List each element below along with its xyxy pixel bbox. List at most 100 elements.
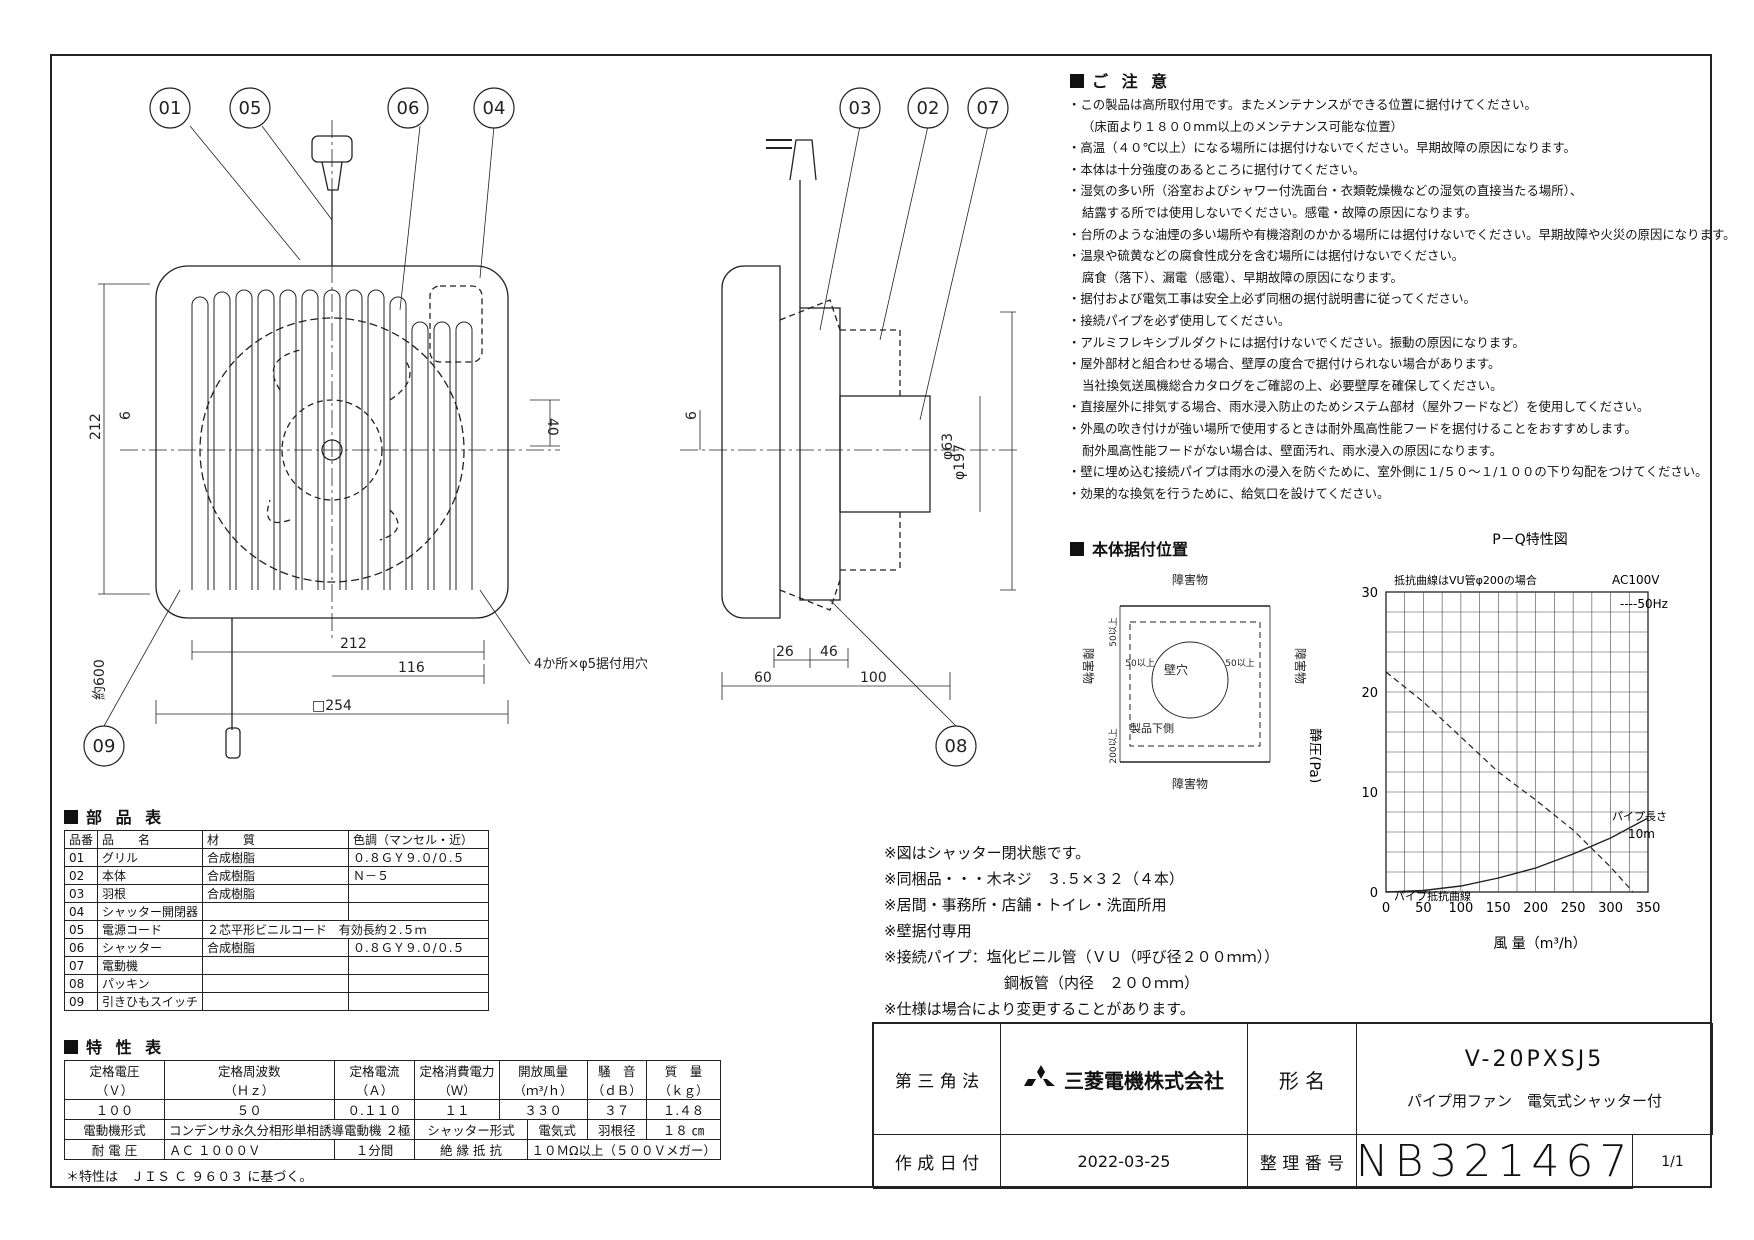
install-diagram: 障害物 障害物 障害物 障害物 壁穴 製品下側 50以上 50以上 50以上 2… bbox=[1081, 572, 1308, 791]
pull-knob bbox=[225, 727, 241, 759]
dim-front-h212: 212 bbox=[88, 413, 104, 440]
note-line: 腐食（落下）、漏電（感電）、早期故障の原因になります。 bbox=[1082, 269, 1403, 285]
install-top: 障害物 bbox=[1172, 572, 1208, 587]
parts-col-name: 品 名 bbox=[97, 830, 204, 849]
spec-values-row: １００ ５０ ０.１１０ １１ ３３０ ３７ １.４８ bbox=[64, 1099, 722, 1120]
install-bottom: 障害物 bbox=[1172, 776, 1208, 791]
install-right: 障害物 bbox=[1293, 648, 1308, 684]
shutter-opener-outline bbox=[429, 285, 483, 363]
dim-front-cord: 約600 bbox=[92, 659, 108, 700]
callout-02: 02 bbox=[917, 98, 940, 119]
callout-01: 01 bbox=[159, 98, 182, 119]
callout-08: 08 bbox=[945, 736, 968, 757]
install-d-bottom: 200以上 bbox=[1108, 728, 1119, 763]
chart-annot-ac: AC100V bbox=[1612, 573, 1660, 587]
remark-line: ※仕様は場合により変更することがあります。 bbox=[884, 1000, 1195, 1018]
note-line: ・温泉や硫黄などの腐食性成分を含む場所には据付けないでください。 bbox=[1068, 248, 1465, 264]
doc-number-cell: NB321467 bbox=[1355, 1134, 1634, 1189]
dim-side-100: 100 bbox=[860, 670, 887, 686]
side-flange bbox=[799, 307, 841, 601]
spec-table: 定格電圧（Ｖ） 定格周波数（Ｈｚ） 定格電流（Ａ） 定格消費電力（Ｗ） 開放風量… bbox=[64, 1060, 722, 1160]
y-tick-label: 10 bbox=[1361, 786, 1378, 801]
remark-line: ※図はシャッター閉状態です。 bbox=[884, 844, 1091, 862]
dim-side-197: φ197 bbox=[952, 444, 968, 480]
chart-xlabel: 風 量（m³/h） bbox=[1493, 936, 1586, 952]
note-line: ・台所のような油煙の多い場所や有機溶剤のかかる場所には据付けないでください。早期… bbox=[1068, 226, 1736, 242]
note-line: ・湿気の多い所（浴室およびシャワー付洗面台・衣類乾燥機などの湿気の直接当たる場所… bbox=[1068, 183, 1583, 199]
doc-label-cell: 整 理 番 号 bbox=[1247, 1134, 1357, 1189]
series-50hz-line bbox=[1385, 671, 1634, 893]
note-line: ・高温（４０℃以上）になる場所には据付けないでください。早期故障の原因になります… bbox=[1068, 140, 1576, 156]
dim-side-26: 26 bbox=[776, 644, 794, 660]
chart-ylabel: 静圧(Pa) bbox=[1310, 728, 1322, 783]
callout-07: 07 bbox=[977, 98, 1000, 119]
note-line: ・本体は十分強度のあるところに据付けてください。 bbox=[1068, 161, 1366, 177]
chart-annot-50hz: ----50Hz bbox=[1620, 597, 1668, 611]
spec-motor-row: 電動機形式 コンデンサ永久分相形単相誘導電動機 ２極 シャッター形式 電気式 羽… bbox=[64, 1119, 722, 1140]
install-d-right: 50以上 bbox=[1225, 658, 1254, 669]
callout-03: 03 bbox=[849, 98, 872, 119]
chart-title: P－Q特性図 bbox=[1492, 532, 1567, 548]
remark-line: ※同梱品・・・木ネジ ３.５×３２（４本） bbox=[884, 870, 1184, 888]
technical-drawings: 01 05 06 04 09 03 02 07 08 212 6 40 212 … bbox=[83, 87, 1020, 767]
x-tick-label: 150 bbox=[1486, 901, 1511, 916]
callout-05: 05 bbox=[239, 98, 262, 119]
series-pipe-resistance-line bbox=[1385, 817, 1649, 893]
note-line: ・アルミフレキシブルダクトには据付けないでください。振動の原因になります。 bbox=[1068, 334, 1525, 350]
install-d-left: 50以上 bbox=[1125, 658, 1154, 669]
x-tick-label: 0 bbox=[1382, 901, 1390, 916]
parts-col-color: 色調（マンセル・近） bbox=[348, 830, 490, 849]
note-line: （床面より１８００mm以上のメンテナンス可能な位置） bbox=[1082, 118, 1404, 134]
chart-annot-10m: 10m bbox=[1628, 827, 1655, 841]
spec-footnote: ＊特性は ＪＩＳ Ｃ ９６０３ に基づく。 bbox=[66, 1170, 313, 1185]
spec-insulation-row: 耐 電 圧 ＡＣ １０００Ｖ １分間 絶 縁 抵 抗 １０ＭΩ以上（５００Ｖメガ… bbox=[64, 1139, 722, 1160]
dim-front-6: 6 bbox=[118, 411, 134, 420]
note-line: ・据付および電気工事は安全上必ず同梱の据付説明書に従ってください。 bbox=[1068, 291, 1476, 307]
dim-front-w254: □254 bbox=[312, 698, 352, 714]
chart-annot-pipe-len: パイプ長さ bbox=[1612, 810, 1667, 823]
dim-front-w116: 116 bbox=[398, 660, 425, 676]
x-tick-label: 100 bbox=[1448, 901, 1473, 916]
install-lower-side: 製品下側 bbox=[1130, 721, 1174, 735]
side-pipe bbox=[839, 395, 931, 513]
note-line: ・効果的な換気を行うために、給気口を設けてください。 bbox=[1068, 485, 1390, 501]
x-tick-label: 200 bbox=[1523, 901, 1548, 916]
note-line: ・接続パイプを必ず使用してください。 bbox=[1068, 312, 1291, 328]
projection-cell: 第 三 角 法 bbox=[873, 1023, 1001, 1135]
date-label-cell: 作 成 日 付 bbox=[873, 1134, 1001, 1189]
sheet-cell: 1/1 bbox=[1661, 1153, 1684, 1170]
dim-front-w212: 212 bbox=[340, 636, 367, 652]
dim-side-6: 6 bbox=[684, 411, 700, 420]
grille-slats bbox=[191, 289, 473, 590]
x-tick-label: 250 bbox=[1561, 901, 1586, 916]
dim-front-holes: 4か所×φ5据付用穴 bbox=[534, 657, 648, 672]
side-cord bbox=[789, 139, 817, 308]
remark-line: 鋼板管（内径 ２００ｍｍ） bbox=[884, 974, 1200, 992]
remark-line: ※居間・事務所・店舗・トイレ・洗面所用 bbox=[884, 896, 1167, 914]
note-line: ・直接屋外に排気する場合、雨水浸入防止のためシステム部材（屋外フードなど）を使用… bbox=[1068, 399, 1650, 415]
remark-line: ※接続パイプ：塩化ビニル管（ＶＵ（呼び径２００ｍｍ）） bbox=[884, 948, 1280, 966]
callout-09: 09 bbox=[93, 736, 116, 757]
note-line: 結露する所では使用しないでください。感電・故障の原因になります。 bbox=[1082, 204, 1477, 220]
parts-col-material: 材 質 bbox=[202, 830, 350, 849]
dim-side-60: 60 bbox=[754, 670, 772, 686]
callout-04: 04 bbox=[483, 98, 506, 119]
callout-06: 06 bbox=[397, 98, 420, 119]
model-cell: V-20PXSJ5 パイプ用ファン 電気式シャッター付 bbox=[1356, 1023, 1713, 1135]
y-tick-label: 30 bbox=[1361, 586, 1378, 601]
dim-front-40: 40 bbox=[544, 418, 560, 436]
product-name: パイプ用ファン 電気式シャッター付 bbox=[1406, 1092, 1662, 1110]
dim-side-46: 46 bbox=[820, 644, 838, 660]
parts-header-row: 品番 品 名 材 質 色調（マンセル・近） bbox=[63, 830, 490, 849]
note-line: ・壁に埋め込む接続パイプは雨水の浸入を防ぐために、室外側に１/５０～１/１００の… bbox=[1068, 464, 1708, 480]
